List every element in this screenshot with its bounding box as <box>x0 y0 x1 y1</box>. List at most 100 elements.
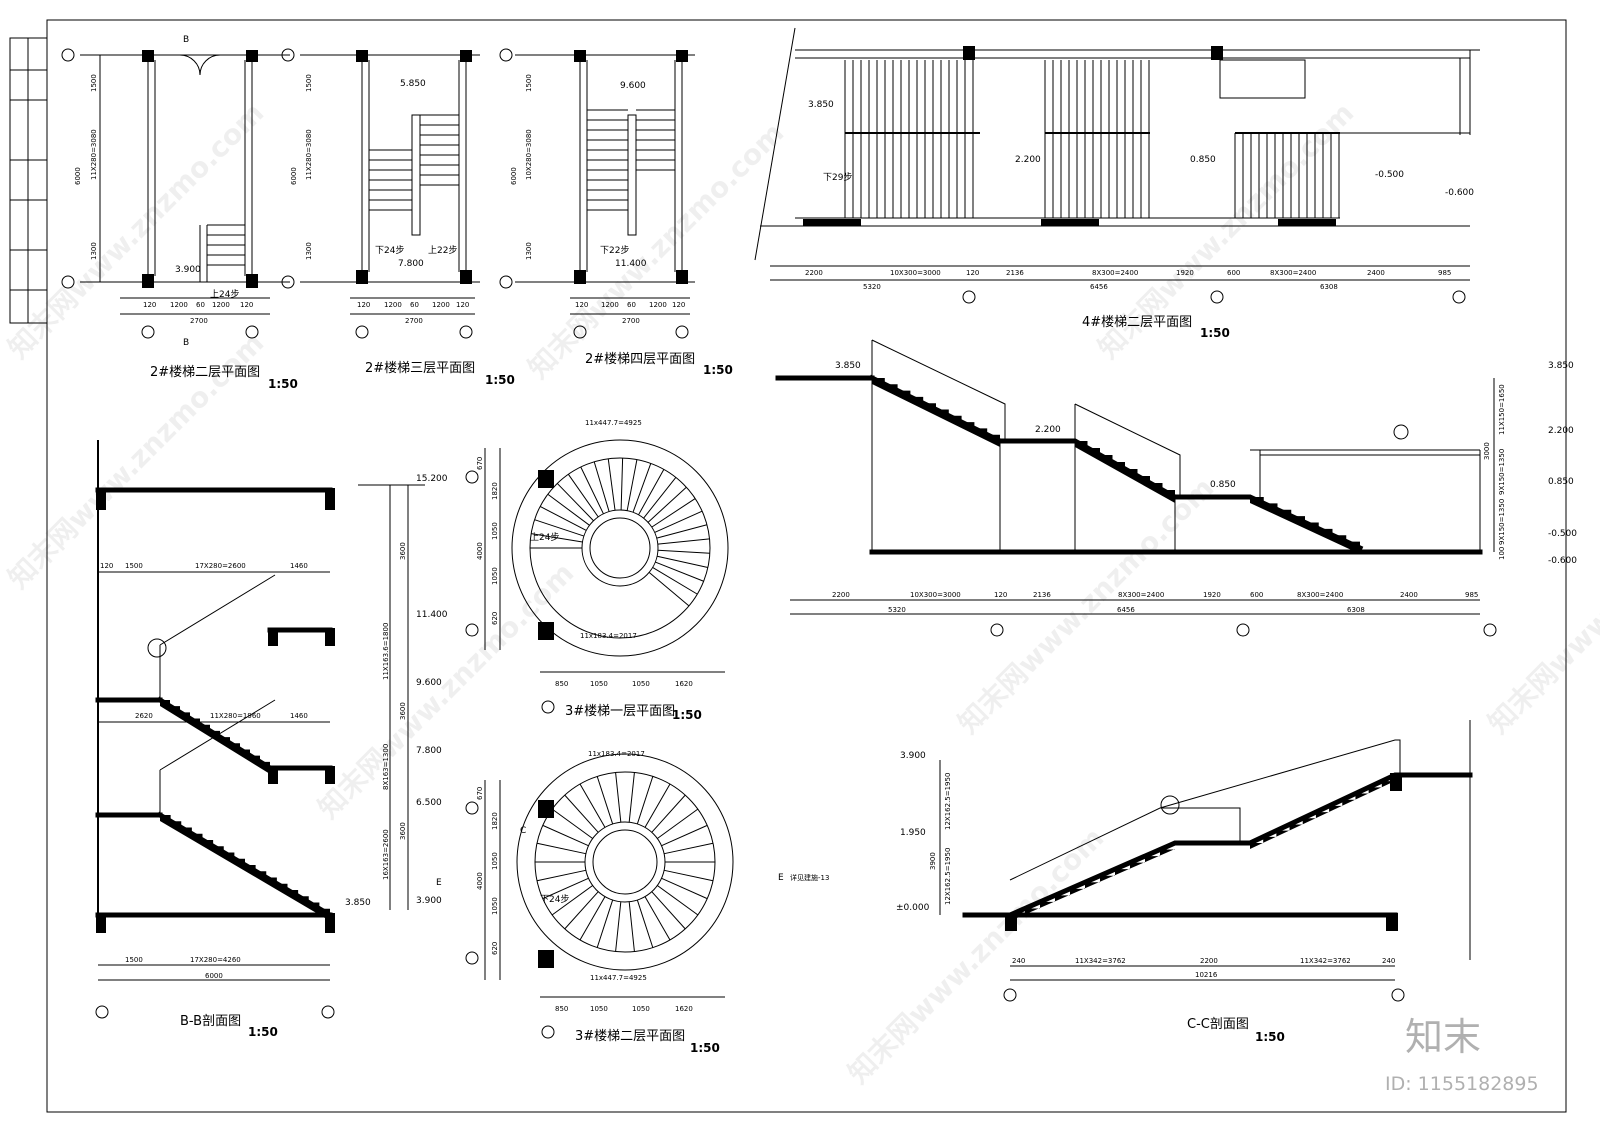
svg-text:15.200: 15.200 <box>416 474 448 484</box>
image-id: ID: 1155182895 <box>1385 1073 1539 1095</box>
svg-text:1050: 1050 <box>590 1005 608 1013</box>
svg-text:620: 620 <box>491 612 499 625</box>
svg-text:12X162.5=1950: 12X162.5=1950 <box>944 773 952 830</box>
view-stair3-floor2: 670 1820 1050 4000 1050 620 11x183.4=201… <box>465 750 829 1055</box>
svg-text:10X300=3000: 10X300=3000 <box>910 591 961 599</box>
svg-text:-0.500: -0.500 <box>1548 529 1577 539</box>
view-cc-section: 12X162.5=1950 3900 12X162.5=1950 3.900 1… <box>896 720 1473 1044</box>
svg-text:1300: 1300 <box>90 242 98 260</box>
svg-text:1050: 1050 <box>590 680 608 688</box>
svg-text:8X300=2400: 8X300=2400 <box>1297 591 1343 599</box>
svg-text:8X163=1300: 8X163=1300 <box>382 744 390 790</box>
svg-text:1460: 1460 <box>290 712 308 720</box>
svg-text:1:50: 1:50 <box>1255 1030 1285 1044</box>
svg-text:9.600: 9.600 <box>620 81 646 91</box>
svg-text:2.200: 2.200 <box>1548 426 1574 436</box>
svg-text:下24步: 下24步 <box>540 894 569 905</box>
svg-text:120: 120 <box>240 301 253 309</box>
svg-text:1200: 1200 <box>432 301 450 309</box>
svg-text:0.850: 0.850 <box>1210 480 1236 490</box>
svg-text:17X280=2600: 17X280=2600 <box>195 562 246 570</box>
svg-text:11X163.6=1800: 11X163.6=1800 <box>382 623 390 680</box>
view-stair4-section: 3.850 2.200 0.850 11X150=1650 9X150=1350… <box>775 339 1577 637</box>
svg-text:1920: 1920 <box>1203 591 1221 599</box>
svg-text:3#楼梯二层平面图: 3#楼梯二层平面图 <box>575 1029 685 1044</box>
svg-text:3900: 3900 <box>929 852 937 870</box>
svg-text:16X163=2600: 16X163=2600 <box>382 829 390 880</box>
svg-text:2700: 2700 <box>190 317 208 325</box>
svg-text:11x447.7=4925: 11x447.7=4925 <box>590 974 647 982</box>
svg-text:1300: 1300 <box>525 242 533 260</box>
svg-text:120: 120 <box>143 301 156 309</box>
sheet-border <box>46 19 1567 1113</box>
svg-text:1920: 1920 <box>1176 269 1194 277</box>
svg-text:下24步: 下24步 <box>375 245 404 256</box>
svg-text:1200: 1200 <box>649 301 667 309</box>
svg-text:4000: 4000 <box>476 542 484 560</box>
svg-text:1.950: 1.950 <box>900 828 926 838</box>
svg-text:±0.000: ±0.000 <box>896 903 930 913</box>
svg-text:3.850: 3.850 <box>808 100 834 110</box>
svg-text:120: 120 <box>994 591 1007 599</box>
svg-text:上22步: 上22步 <box>428 245 457 256</box>
svg-text:知末网www.znzmo.com: 知末网www.znzmo.com <box>522 116 791 385</box>
svg-text:985: 985 <box>1465 591 1478 599</box>
svg-text:1500: 1500 <box>305 74 313 92</box>
view-bb-section: 1500 17X280=2600 1460 120 2620 11X280=19… <box>95 440 448 1039</box>
svg-text:10X280=3080: 10X280=3080 <box>525 129 533 180</box>
svg-text:1200: 1200 <box>384 301 402 309</box>
svg-text:3.900: 3.900 <box>900 751 926 761</box>
brand-logo: 知末 <box>1405 1015 1481 1059</box>
svg-text:2400: 2400 <box>1400 591 1418 599</box>
svg-text:120: 120 <box>357 301 370 309</box>
svg-text:2136: 2136 <box>1006 269 1024 277</box>
svg-text:2.200: 2.200 <box>1035 425 1061 435</box>
svg-text:2200: 2200 <box>832 591 850 599</box>
svg-text:2400: 2400 <box>1367 269 1385 277</box>
svg-text:1460: 1460 <box>290 562 308 570</box>
svg-text:850: 850 <box>555 680 568 688</box>
svg-text:知末网www.znzmo.com: 知末网www.znzmo.com <box>312 556 581 825</box>
svg-text:11x183.4=2017: 11x183.4=2017 <box>580 632 637 640</box>
svg-text:5.850: 5.850 <box>400 79 426 89</box>
svg-text:2136: 2136 <box>1033 591 1051 599</box>
view-stair2-floor3: 5.850 7.800 下24步 上22步 1500 6000 11X280=3… <box>281 48 515 387</box>
svg-text:1:50: 1:50 <box>248 1025 278 1039</box>
svg-text:2#楼梯四层平面图: 2#楼梯四层平面图 <box>585 352 695 367</box>
svg-text:-0.600: -0.600 <box>1548 556 1577 566</box>
svg-text:2.200: 2.200 <box>1015 155 1041 165</box>
svg-text:6000: 6000 <box>205 972 223 980</box>
view-stair2-floor4: 9.600 11.400 下22步 1500 6000 10X280=3080 … <box>499 48 733 377</box>
svg-text:知末网www.znzmo.com: 知末网www.znzmo.com <box>842 821 1111 1090</box>
svg-text:6000: 6000 <box>74 167 82 185</box>
svg-text:1050: 1050 <box>632 680 650 688</box>
svg-text:1:50: 1:50 <box>703 363 733 377</box>
svg-text:120: 120 <box>966 269 979 277</box>
svg-text:17X280=4260: 17X280=4260 <box>190 956 241 964</box>
view-stair4-floor2: 3.850 2.200 0.850 -0.500 -0.600 下29步 220… <box>754 27 1480 340</box>
svg-text:9.600: 9.600 <box>416 678 442 688</box>
svg-text:C: C <box>520 826 526 836</box>
svg-text:3000: 3000 <box>1483 442 1491 460</box>
svg-text:8X300=2400: 8X300=2400 <box>1118 591 1164 599</box>
svg-text:知末网www.znzmo.com: 知末网www.znzmo.com <box>952 471 1221 740</box>
svg-text:详见建施-13: 详见建施-13 <box>790 873 829 882</box>
svg-text:1050: 1050 <box>491 567 499 585</box>
svg-text:7.800: 7.800 <box>398 259 424 269</box>
svg-text:-0.500: -0.500 <box>1375 170 1404 180</box>
svg-text:10X300=3000: 10X300=3000 <box>890 269 941 277</box>
svg-text:知末网www.znzmo.com: 知末网www.znzmo.com <box>1092 96 1361 365</box>
svg-text:120: 120 <box>100 562 113 570</box>
svg-text:C-C剖面图: C-C剖面图 <box>1187 1017 1249 1032</box>
svg-text:9X150=1350: 9X150=1350 <box>1498 499 1506 545</box>
svg-text:1050: 1050 <box>632 1005 650 1013</box>
svg-text:6.500: 6.500 <box>416 798 442 808</box>
svg-text:1300: 1300 <box>305 242 313 260</box>
svg-text:60: 60 <box>410 301 419 309</box>
svg-text:1620: 1620 <box>675 1005 693 1013</box>
svg-text:5320: 5320 <box>888 606 906 614</box>
section-mark-b-bottom: B <box>183 338 189 348</box>
svg-text:1:50: 1:50 <box>690 1041 720 1055</box>
svg-text:1820: 1820 <box>491 482 499 500</box>
